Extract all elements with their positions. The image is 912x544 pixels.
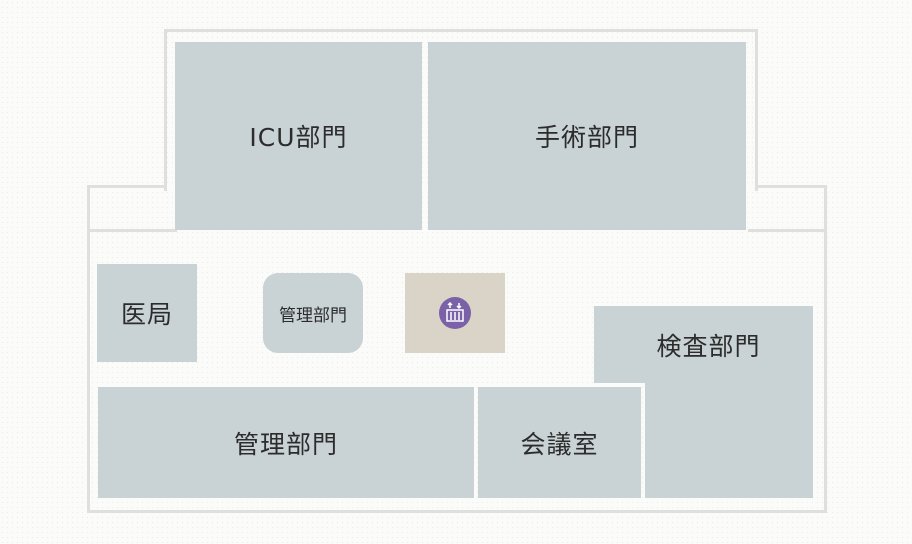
- room-icu[interactable]: ICU部門: [175, 42, 422, 230]
- room-label: 管理部門: [233, 429, 338, 459]
- elevator[interactable]: [405, 273, 505, 353]
- wall-line-left: [87, 229, 177, 232]
- room-label: 医局: [120, 300, 173, 329]
- room-examination[interactable]: 検査部門: [594, 306, 813, 383]
- room-label: 手術部門: [534, 123, 639, 152]
- room-label: 会議室: [520, 429, 599, 459]
- room-label: 管理部門: [279, 305, 347, 326]
- room-examination-lower[interactable]: [645, 382, 813, 498]
- room-medical-office[interactable]: 医局: [97, 264, 197, 362]
- room-admin-large[interactable]: 管理部門: [98, 387, 474, 498]
- room-label: 検査部門: [656, 331, 761, 361]
- outer-wall-upper: [164, 29, 758, 191]
- elevator-icon: [439, 297, 471, 329]
- room-meeting[interactable]: 会議室: [478, 387, 641, 498]
- room-admin-small[interactable]: 管理部門: [263, 273, 363, 353]
- wall-line-right: [748, 229, 826, 232]
- room-surgery[interactable]: 手術部門: [428, 42, 746, 230]
- room-label: ICU部門: [249, 123, 348, 152]
